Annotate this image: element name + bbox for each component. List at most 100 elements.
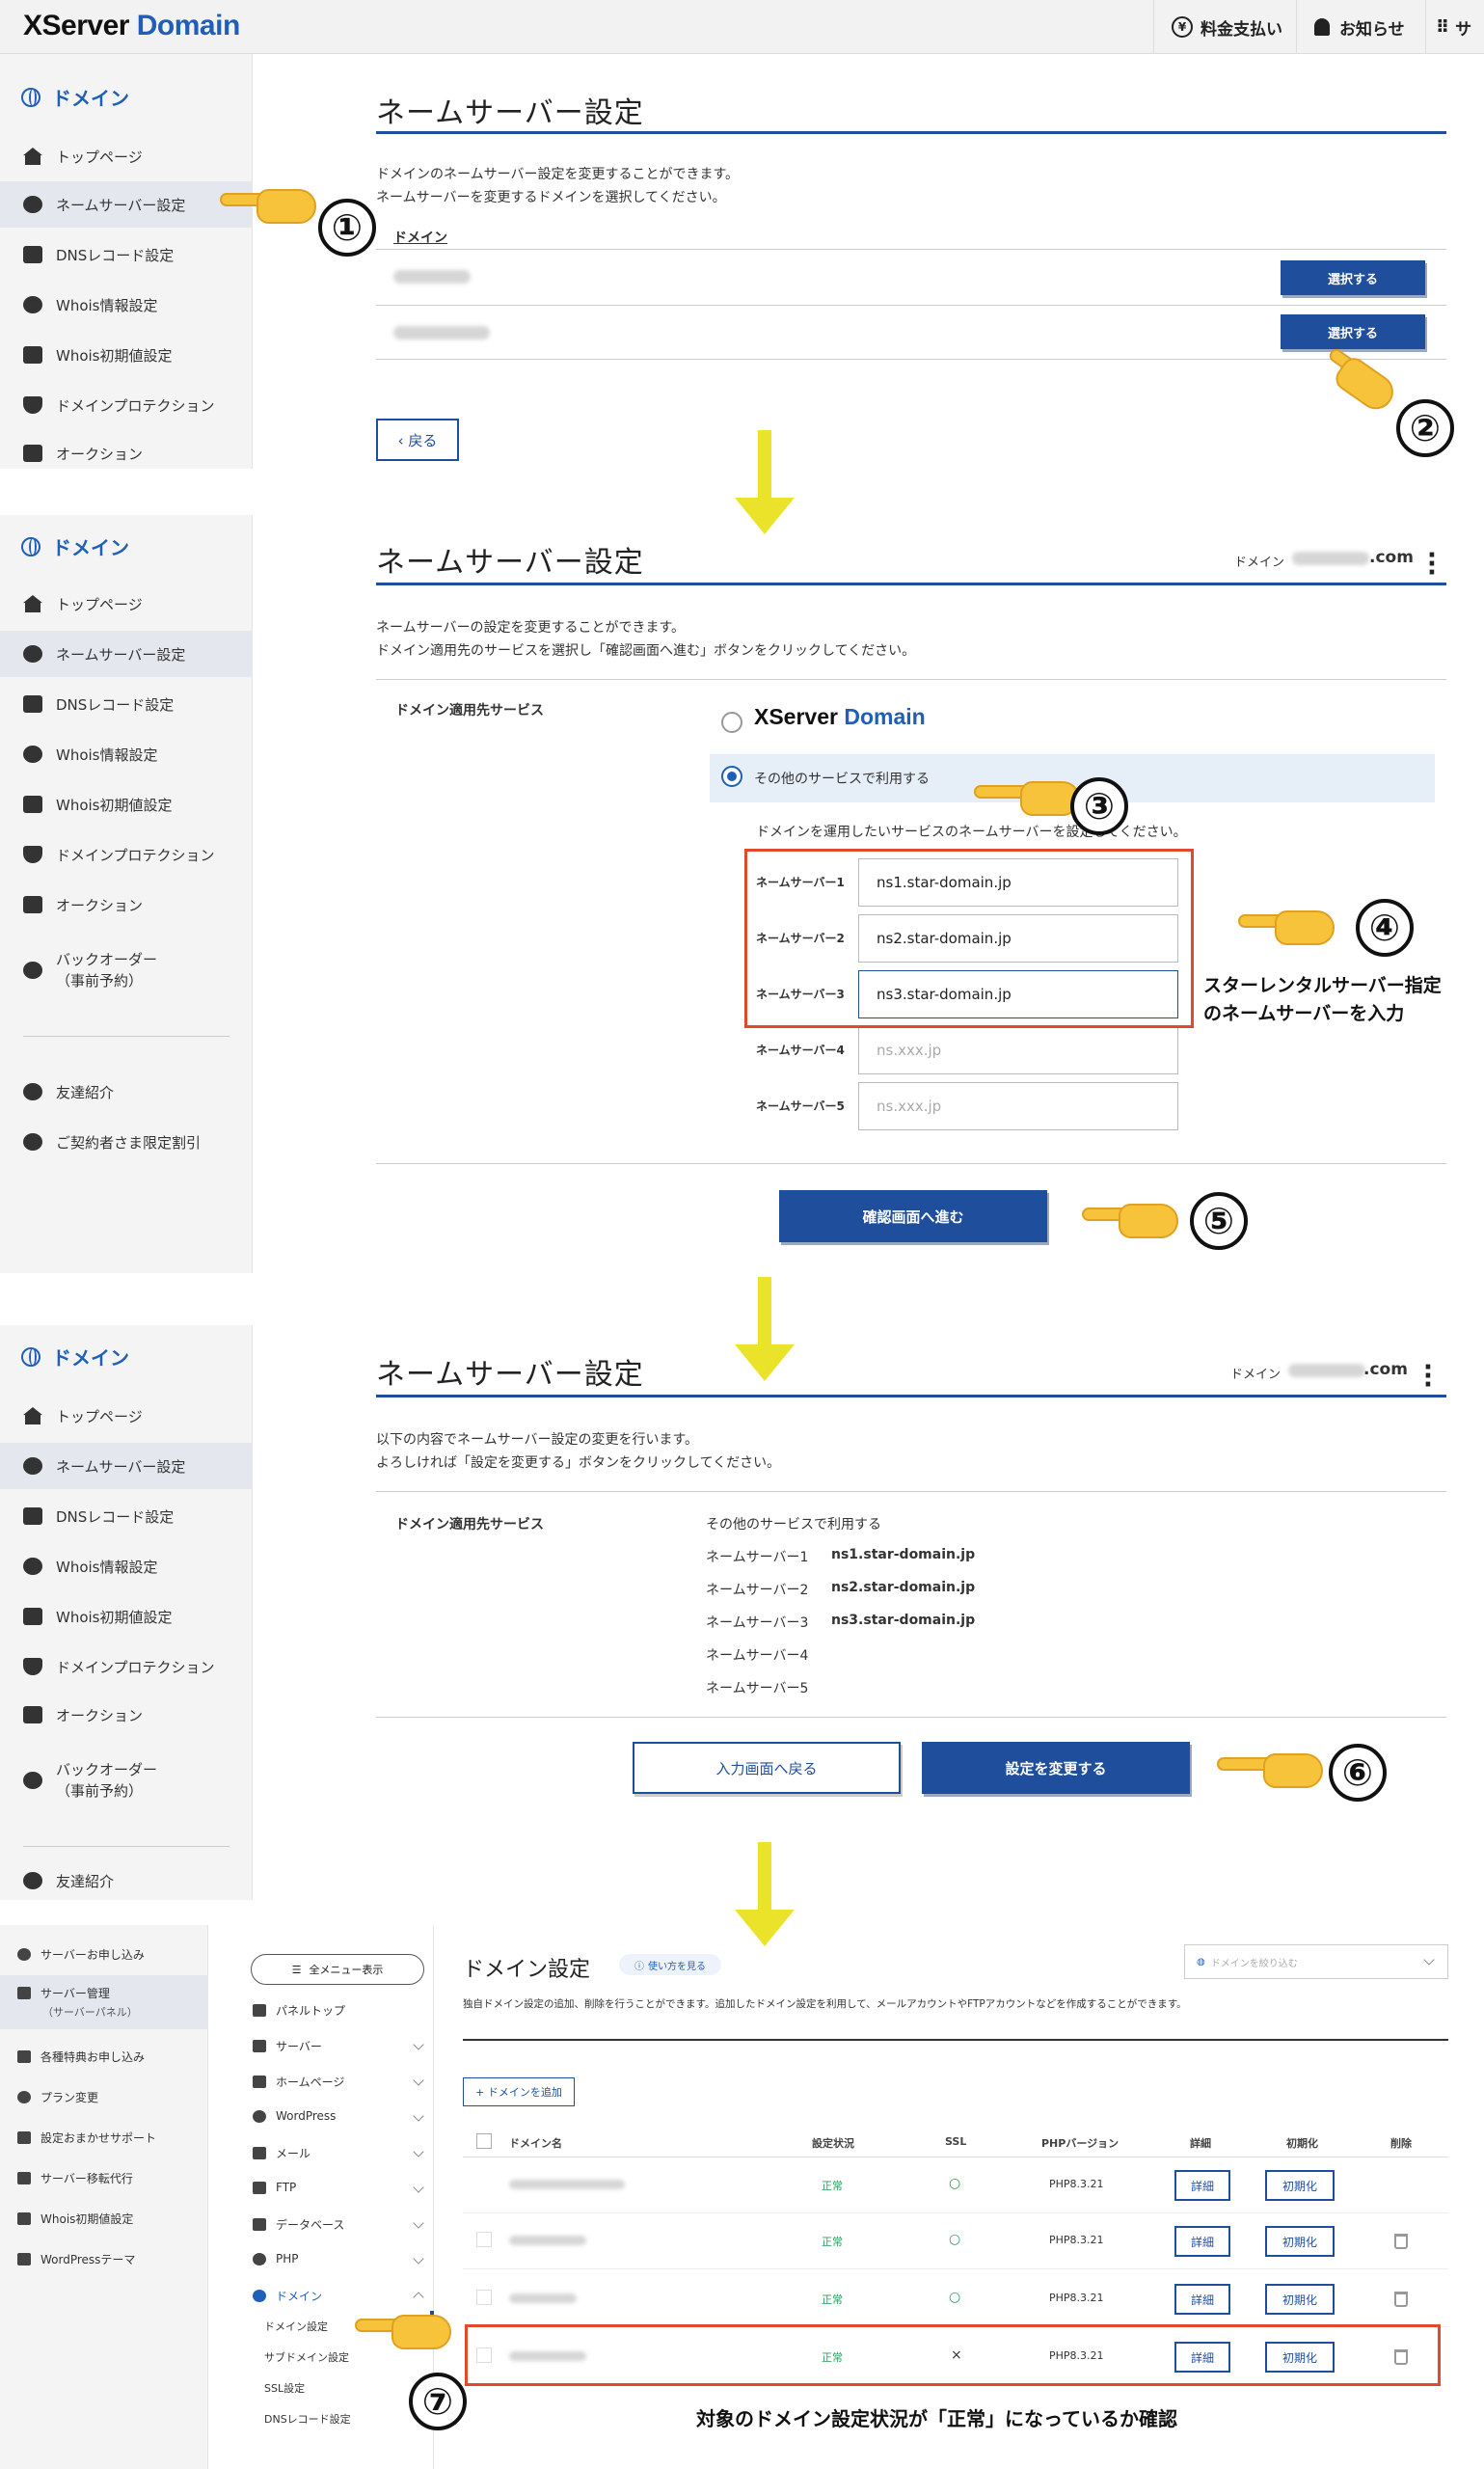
sidebar-item-dns[interactable]: DNSレコード設定 — [0, 681, 253, 727]
select-button-2[interactable]: 選択する — [1281, 314, 1425, 349]
confirm-button[interactable]: 確認画面へ進む — [779, 1190, 1047, 1242]
sidebar-item-auction[interactable]: オークション — [0, 1692, 253, 1738]
row3-reset-button[interactable]: 初期化 — [1265, 2284, 1335, 2315]
row2-delete-icon[interactable] — [1394, 2234, 1408, 2249]
chevron-down-icon[interactable] — [413, 2146, 424, 2157]
apply-settings-button[interactable]: 設定を変更する — [922, 1742, 1190, 1794]
nav-panel-top[interactable]: パネルトップ — [253, 2002, 345, 2019]
menu-migration[interactable]: サーバー移転代行 — [17, 2170, 133, 2186]
add-domain-button[interactable]: + ドメインを追加 — [463, 2077, 575, 2106]
sidebar-item-backorder[interactable]: バックオーダー（事前予約） — [0, 1751, 253, 1809]
plus-circle-icon — [17, 1948, 31, 1961]
sidebar-item-whois[interactable]: Whois情報設定 — [0, 1543, 253, 1589]
subnav-subdomain[interactable]: サブドメイン設定 — [264, 2351, 349, 2364]
nav-ftp[interactable]: FTP — [253, 2181, 296, 2194]
sidebar-item-protection[interactable]: ドメインプロテクション — [0, 382, 253, 428]
chevron-down-icon[interactable] — [413, 2039, 424, 2050]
nav-wordpress[interactable]: WordPress — [253, 2109, 336, 2123]
chevron-down-icon[interactable] — [413, 2217, 424, 2229]
menu-plan-change[interactable]: プラン変更 — [17, 2089, 98, 2105]
all-menu-button[interactable]: ☰全メニュー表示 — [251, 1954, 424, 1985]
ns3-input[interactable]: ns3.star-domain.jp — [858, 970, 1178, 1018]
sidebar-item-auction[interactable]: オークション — [0, 882, 253, 928]
row1-status: 正常 — [822, 2180, 843, 2192]
menu-server-manage-label: サーバー管理 — [17, 1985, 110, 2001]
divider — [376, 359, 1446, 360]
nav-mail[interactable]: メール — [253, 2145, 310, 2161]
chevron-down-icon[interactable] — [413, 2075, 424, 2086]
sidebar-item-auction[interactable]: オークション — [0, 430, 253, 476]
row1-reset-button[interactable]: 初期化 — [1265, 2170, 1335, 2201]
sidebar-item-protection[interactable]: ドメインプロテクション — [0, 1643, 253, 1690]
sidebar-item-protection[interactable]: ドメインプロテクション — [0, 831, 253, 878]
ns5-input[interactable]: ns.xxx.jp — [858, 1082, 1178, 1130]
row2-reset-button[interactable]: 初期化 — [1265, 2226, 1335, 2257]
sidebar-item-whois[interactable]: Whois情報設定 — [0, 282, 253, 328]
row2-detail-button[interactable]: 詳細 — [1174, 2226, 1230, 2257]
sidebar-item-whois[interactable]: Whois情報設定 — [0, 731, 253, 777]
ns4-input[interactable]: ns.xxx.jp — [858, 1026, 1178, 1074]
row2-checkbox[interactable] — [476, 2232, 492, 2247]
sidebar-item-nameserver[interactable]: ネームサーバー設定 — [0, 181, 253, 228]
radio-other-service[interactable] — [721, 766, 742, 787]
sidebar-item-whois-default[interactable]: Whois初期値設定 — [0, 781, 253, 828]
nav-server[interactable]: サーバー — [253, 2038, 322, 2054]
sidebar-item-nameserver[interactable]: ネームサーバー設定 — [0, 1443, 253, 1489]
sidebar-item-dns[interactable]: DNSレコード設定 — [0, 231, 253, 278]
notice-button[interactable]: お知らせ — [1296, 0, 1422, 54]
chevron-down-icon[interactable] — [413, 2182, 424, 2193]
blurred-domain — [1288, 1364, 1365, 1377]
subnav-ssl[interactable]: SSL設定 — [264, 2382, 306, 2395]
menu-server-apply[interactable]: サーバーお申し込み — [17, 1946, 145, 1963]
payment-button[interactable]: ¥料金支払い — [1153, 0, 1300, 54]
sidebar-item-top[interactable]: トップページ — [0, 581, 253, 627]
nav-domain[interactable]: ドメイン — [253, 2288, 322, 2304]
ns1-input[interactable]: ns1.star-domain.jp — [858, 858, 1178, 907]
nav-php[interactable]: PHP — [253, 2252, 299, 2266]
select-all-checkbox[interactable] — [476, 2133, 492, 2149]
back-button[interactable]: ‹ 戻る — [376, 419, 459, 461]
chevron-down-icon[interactable] — [413, 2110, 424, 2122]
back-to-input-button[interactable]: 入力画面へ戻る — [633, 1742, 901, 1794]
row4-detail-button[interactable]: 詳細 — [1174, 2342, 1230, 2373]
chevron-up-icon[interactable] — [413, 2292, 424, 2303]
sidebar-item-top[interactable]: トップページ — [0, 1393, 253, 1439]
more-icon[interactable]: ··· — [1427, 541, 1437, 588]
row3-checkbox[interactable] — [476, 2290, 492, 2305]
row4-checkbox[interactable] — [476, 2347, 492, 2363]
menu-button[interactable]: ⠿サ — [1425, 0, 1481, 54]
menu-whois-default[interactable]: Whois初期値設定 — [17, 2211, 133, 2227]
menu-support[interactable]: 設定おまかせサポート — [17, 2130, 156, 2146]
sidebar-item-whois-default[interactable]: Whois初期値設定 — [0, 332, 253, 378]
select-button-1[interactable]: 選択する — [1281, 260, 1425, 295]
sidebar-item-whois-default[interactable]: Whois初期値設定 — [0, 1593, 253, 1640]
more-icon[interactable]: ··· — [1423, 1353, 1433, 1400]
sidebar-item-friend[interactable]: 友達紹介 — [0, 1858, 253, 1904]
menu-benefits[interactable]: 各種特典お申し込み — [17, 2048, 145, 2065]
nav-database[interactable]: データベース — [253, 2216, 344, 2233]
xserver-domain-logo[interactable]: XServer Domain — [23, 10, 240, 41]
sidebar-item-backorder[interactable]: バックオーダー（事前予約） — [0, 941, 253, 999]
row3-detail-button[interactable]: 詳細 — [1174, 2284, 1230, 2315]
pointing-hand-icon — [1082, 1200, 1178, 1238]
row1-detail-button[interactable]: 詳細 — [1174, 2170, 1230, 2201]
sidebar-item-friend[interactable]: 友達紹介 — [0, 1069, 253, 1115]
subnav-dns[interactable]: DNSレコード設定 — [264, 2413, 351, 2426]
radio-xserver-domain[interactable] — [721, 712, 742, 733]
menu-server-manage[interactable] — [0, 1975, 208, 2029]
domain-filter-select[interactable]: ◍ドメインを絞り込む — [1184, 1944, 1448, 1979]
sidebar-item-discount[interactable]: ご契約者さま限定割引 — [0, 1119, 253, 1165]
row4-delete-icon[interactable] — [1394, 2349, 1408, 2365]
row4-reset-button[interactable]: 初期化 — [1265, 2342, 1335, 2373]
domain-column-header[interactable]: ドメイン — [393, 231, 447, 246]
nav-homepage[interactable]: ホームページ — [253, 2074, 344, 2090]
row3-delete-icon[interactable] — [1394, 2292, 1408, 2307]
menu-wp-theme[interactable]: WordPressテーマ — [17, 2251, 135, 2267]
subnav-domain-settings[interactable]: ドメイン設定 — [264, 2320, 328, 2333]
sidebar-item-dns[interactable]: DNSレコード設定 — [0, 1493, 253, 1539]
ns2-input[interactable]: ns2.star-domain.jp — [858, 914, 1178, 963]
sidebar-item-top[interactable]: トップページ — [0, 133, 253, 179]
chevron-down-icon[interactable] — [413, 2253, 424, 2265]
sidebar-item-nameserver[interactable]: ネームサーバー設定 — [0, 631, 253, 677]
